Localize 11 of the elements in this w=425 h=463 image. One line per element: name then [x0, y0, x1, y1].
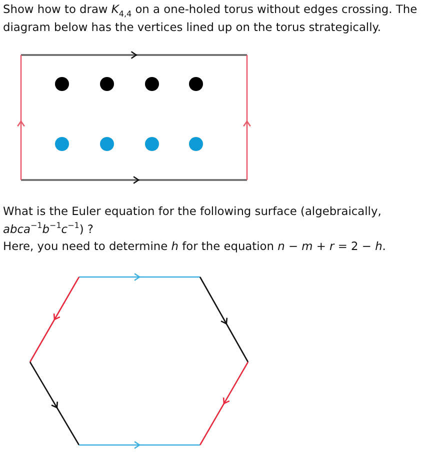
vertex-dot — [145, 137, 159, 151]
vertex-dot — [189, 137, 203, 151]
question-text: Here, you need to determine h for the equation n − m + r = 2 − h. — [3, 238, 387, 255]
question-text: What is the Euler equation for the following surface (algebraically, abca$^{−1}$b$^{−1}$c$^{−1}$) ? — [3, 203, 382, 238]
vertex-dot — [145, 77, 159, 91]
vertex-dot — [189, 77, 203, 91]
vertex-dot — [100, 137, 114, 151]
question-text: Show how to draw K$_{4,4}$ on a one-holed torus without edges crossing. The diagram below has the vertices lined up on the torus strategically. — [3, 1, 418, 36]
vertex-dot — [55, 137, 69, 151]
vertex-dot — [55, 77, 69, 91]
vertex-dot — [100, 77, 114, 91]
